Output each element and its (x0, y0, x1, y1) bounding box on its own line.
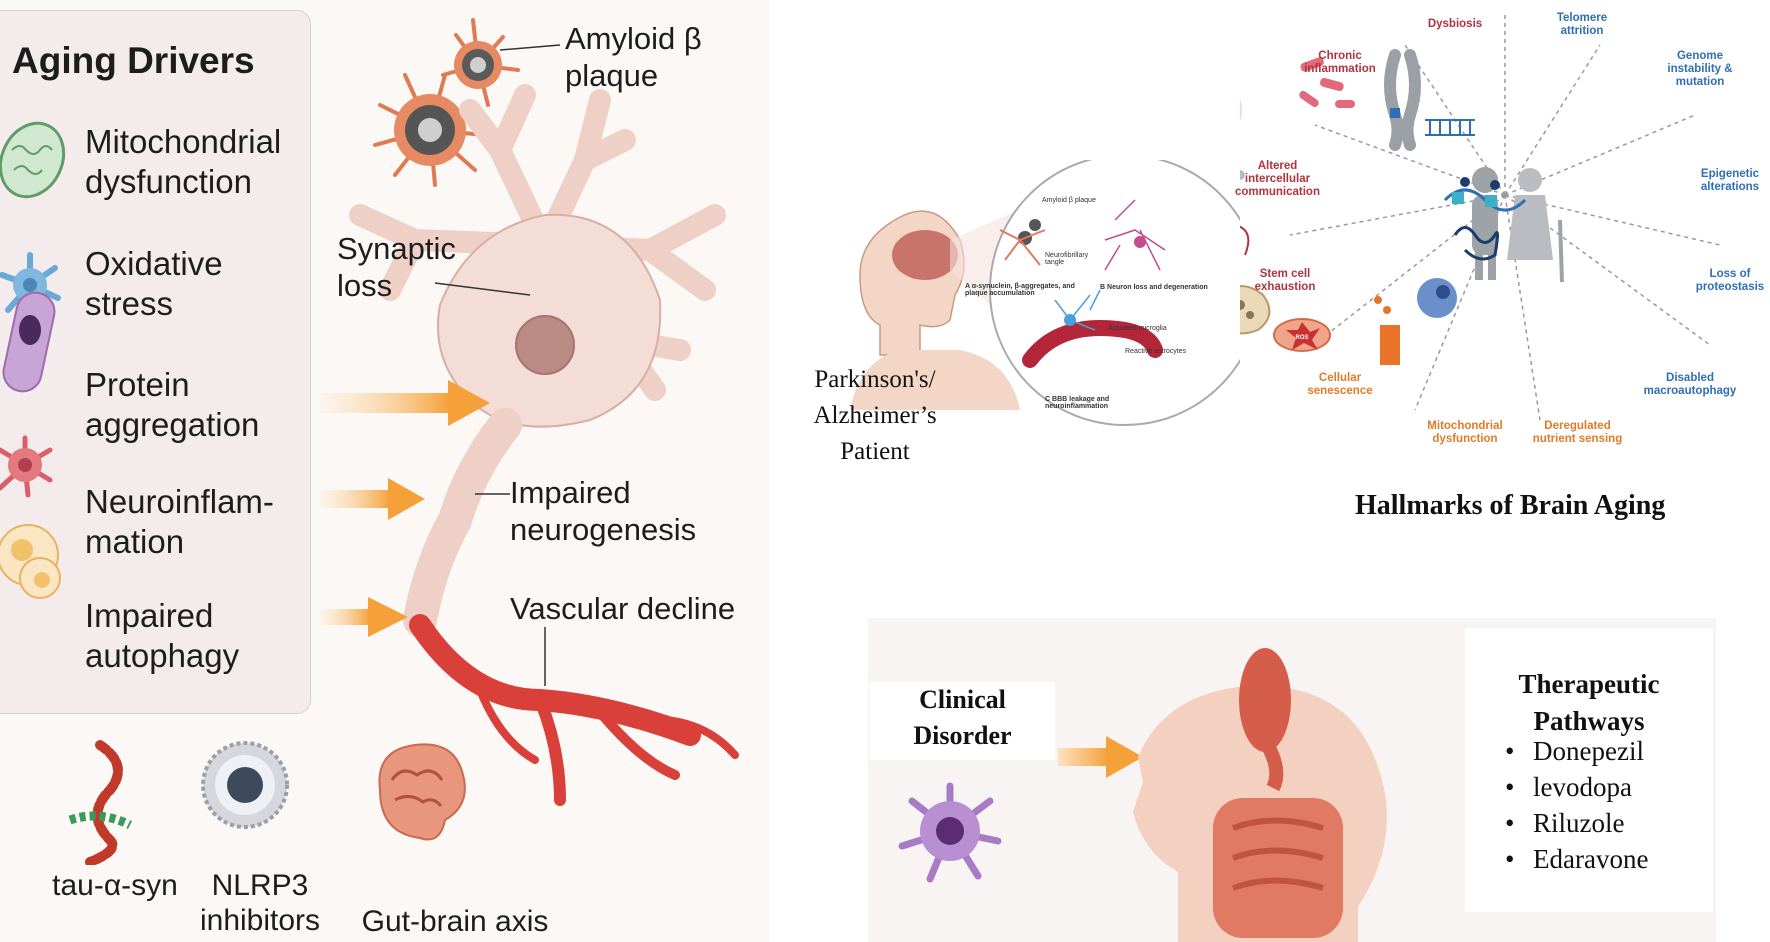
neurogenesis-label: Impaired neurogenesis (510, 475, 697, 547)
therapy-panel (1465, 628, 1713, 912)
clinical-illustration (898, 648, 1387, 942)
patient-illustration (850, 160, 1240, 426)
ros-badge: ROS (1295, 335, 1308, 341)
driver-item: Protein aggregation (85, 366, 260, 443)
genome-icon (1425, 119, 1475, 136)
gut-brain-icon (378, 743, 466, 841)
hallmark-label: Altered intercellular communication (1235, 160, 1320, 198)
flow-arrow (1058, 736, 1143, 778)
therapy-title: Therapeutic Pathways (1518, 669, 1660, 736)
stem-cell-icon (1240, 225, 1250, 256)
aging-driver-icons (0, 121, 66, 599)
neuron-cell (349, 84, 726, 637)
dysbiosis-icon (1299, 57, 1355, 108)
hallmark-label: Cellular senescence (1307, 372, 1373, 397)
hallmark-label: Telomere attrition (1556, 12, 1608, 37)
bottom-item-label: Gut-brain axis (361, 905, 549, 938)
zoom-caption-c: C BBB leakage and neuroinflammation (1045, 396, 1110, 410)
microglia-icon (898, 782, 1002, 883)
hallmark-label: Stem cell exhaustion (1254, 268, 1316, 293)
hallmark-label: Dysbiosis (1427, 18, 1483, 30)
hallmark-label: Mitochondrial dysfunction (1427, 420, 1503, 445)
driver-item: Mitochondrial dysfunction (85, 123, 282, 200)
telomere-icon (1384, 49, 1421, 151)
flow-arrow (320, 478, 425, 520)
tau-protein-icon (68, 740, 133, 865)
neuron-illustration (320, 18, 739, 806)
therapy-item: •Donepezil (1505, 736, 1644, 766)
zoom-neurons (999, 199, 1166, 368)
synaptic-leader (434, 282, 531, 296)
zoom-amyloid-label: Amyloid β plaque (1042, 197, 1096, 204)
hallmark-label: Chronic inflammation (1304, 50, 1376, 75)
therapy-item: •Edaravone (1505, 844, 1649, 874)
hallmark-label: Genome instability & mutation (1667, 50, 1733, 88)
senescence-icon (1240, 285, 1271, 335)
hallmarks-wheel: ROS (1240, 15, 1721, 421)
flow-arrow (320, 597, 408, 637)
driver-item: Oxidative stress (85, 245, 223, 322)
flow-arrow (320, 380, 490, 426)
blood-vessel (409, 614, 739, 806)
synaptic-loss-label: Synaptic loss (337, 231, 456, 303)
bottom-icons (68, 740, 466, 865)
zoom-circle (989, 160, 1240, 426)
mitochondria-hallmark-icon (1273, 318, 1331, 352)
zoom-tangle-label: Neurofibrillary tangle (1045, 252, 1089, 266)
elderly-couple-icon (1472, 167, 1564, 283)
head-gut-icon (1133, 648, 1387, 942)
mitochondria-icon (0, 121, 66, 199)
driver-item: Impaired autophagy (85, 597, 240, 674)
zoom-caption-b: B Neuron loss and degeneration (1100, 284, 1208, 291)
nutrient-sensing-icon (1374, 296, 1400, 365)
hallmarks-title: Hallmarks of Brain Aging (1355, 490, 1666, 521)
bottom-item-label: tau-α-syn (52, 869, 178, 902)
clinical-disorder-label: Clinical Disorder (870, 682, 1055, 760)
proteostasis-icon (1453, 226, 1499, 261)
hallmark-label: Deregulated nutrient sensing (1532, 420, 1623, 445)
communication-icon (1240, 170, 1245, 180)
therapy-item: •levodopa (1505, 772, 1632, 802)
hallmark-label: Epigenetic alterations (1700, 168, 1760, 193)
zoom-caption-a: A α-synuclein, β-aggregates, and plaque … (965, 283, 1075, 297)
therapy-item: •Riluzole (1505, 808, 1625, 838)
amyloid-plaque-icon (373, 18, 561, 187)
driver-item: Neuroinflam- mation (85, 483, 274, 560)
nlrp3-icon (201, 741, 289, 829)
amyloid-label: Amyloid β plaque (565, 21, 702, 93)
autophagy-icon (0, 524, 61, 599)
aging-drivers-title: Aging Drivers (12, 40, 255, 81)
hallmark-label: Disabled macroautophagy (1643, 372, 1737, 397)
bottom-item-label: NLRP3 inhibitors (199, 869, 321, 937)
hallmark-label: Loss of proteostasis (1695, 268, 1765, 293)
protein-aggregation-icon (2, 291, 56, 393)
macroautophagy-icon (1417, 278, 1457, 318)
neuroinflammation-icon (0, 435, 53, 498)
zoom-microglia-label: Activated microglia (1108, 325, 1167, 332)
inflammation-icon (1240, 98, 1242, 122)
vascular-decline-label: Vascular decline (510, 591, 736, 626)
zoom-astrocytes-label: Reactive astrocytes (1125, 348, 1187, 355)
epigenetic-icon (1443, 177, 1527, 212)
patient-head-icon (850, 210, 1020, 410)
patient-label: Parkinson's/ Alzheimer’s Patient (813, 366, 937, 465)
